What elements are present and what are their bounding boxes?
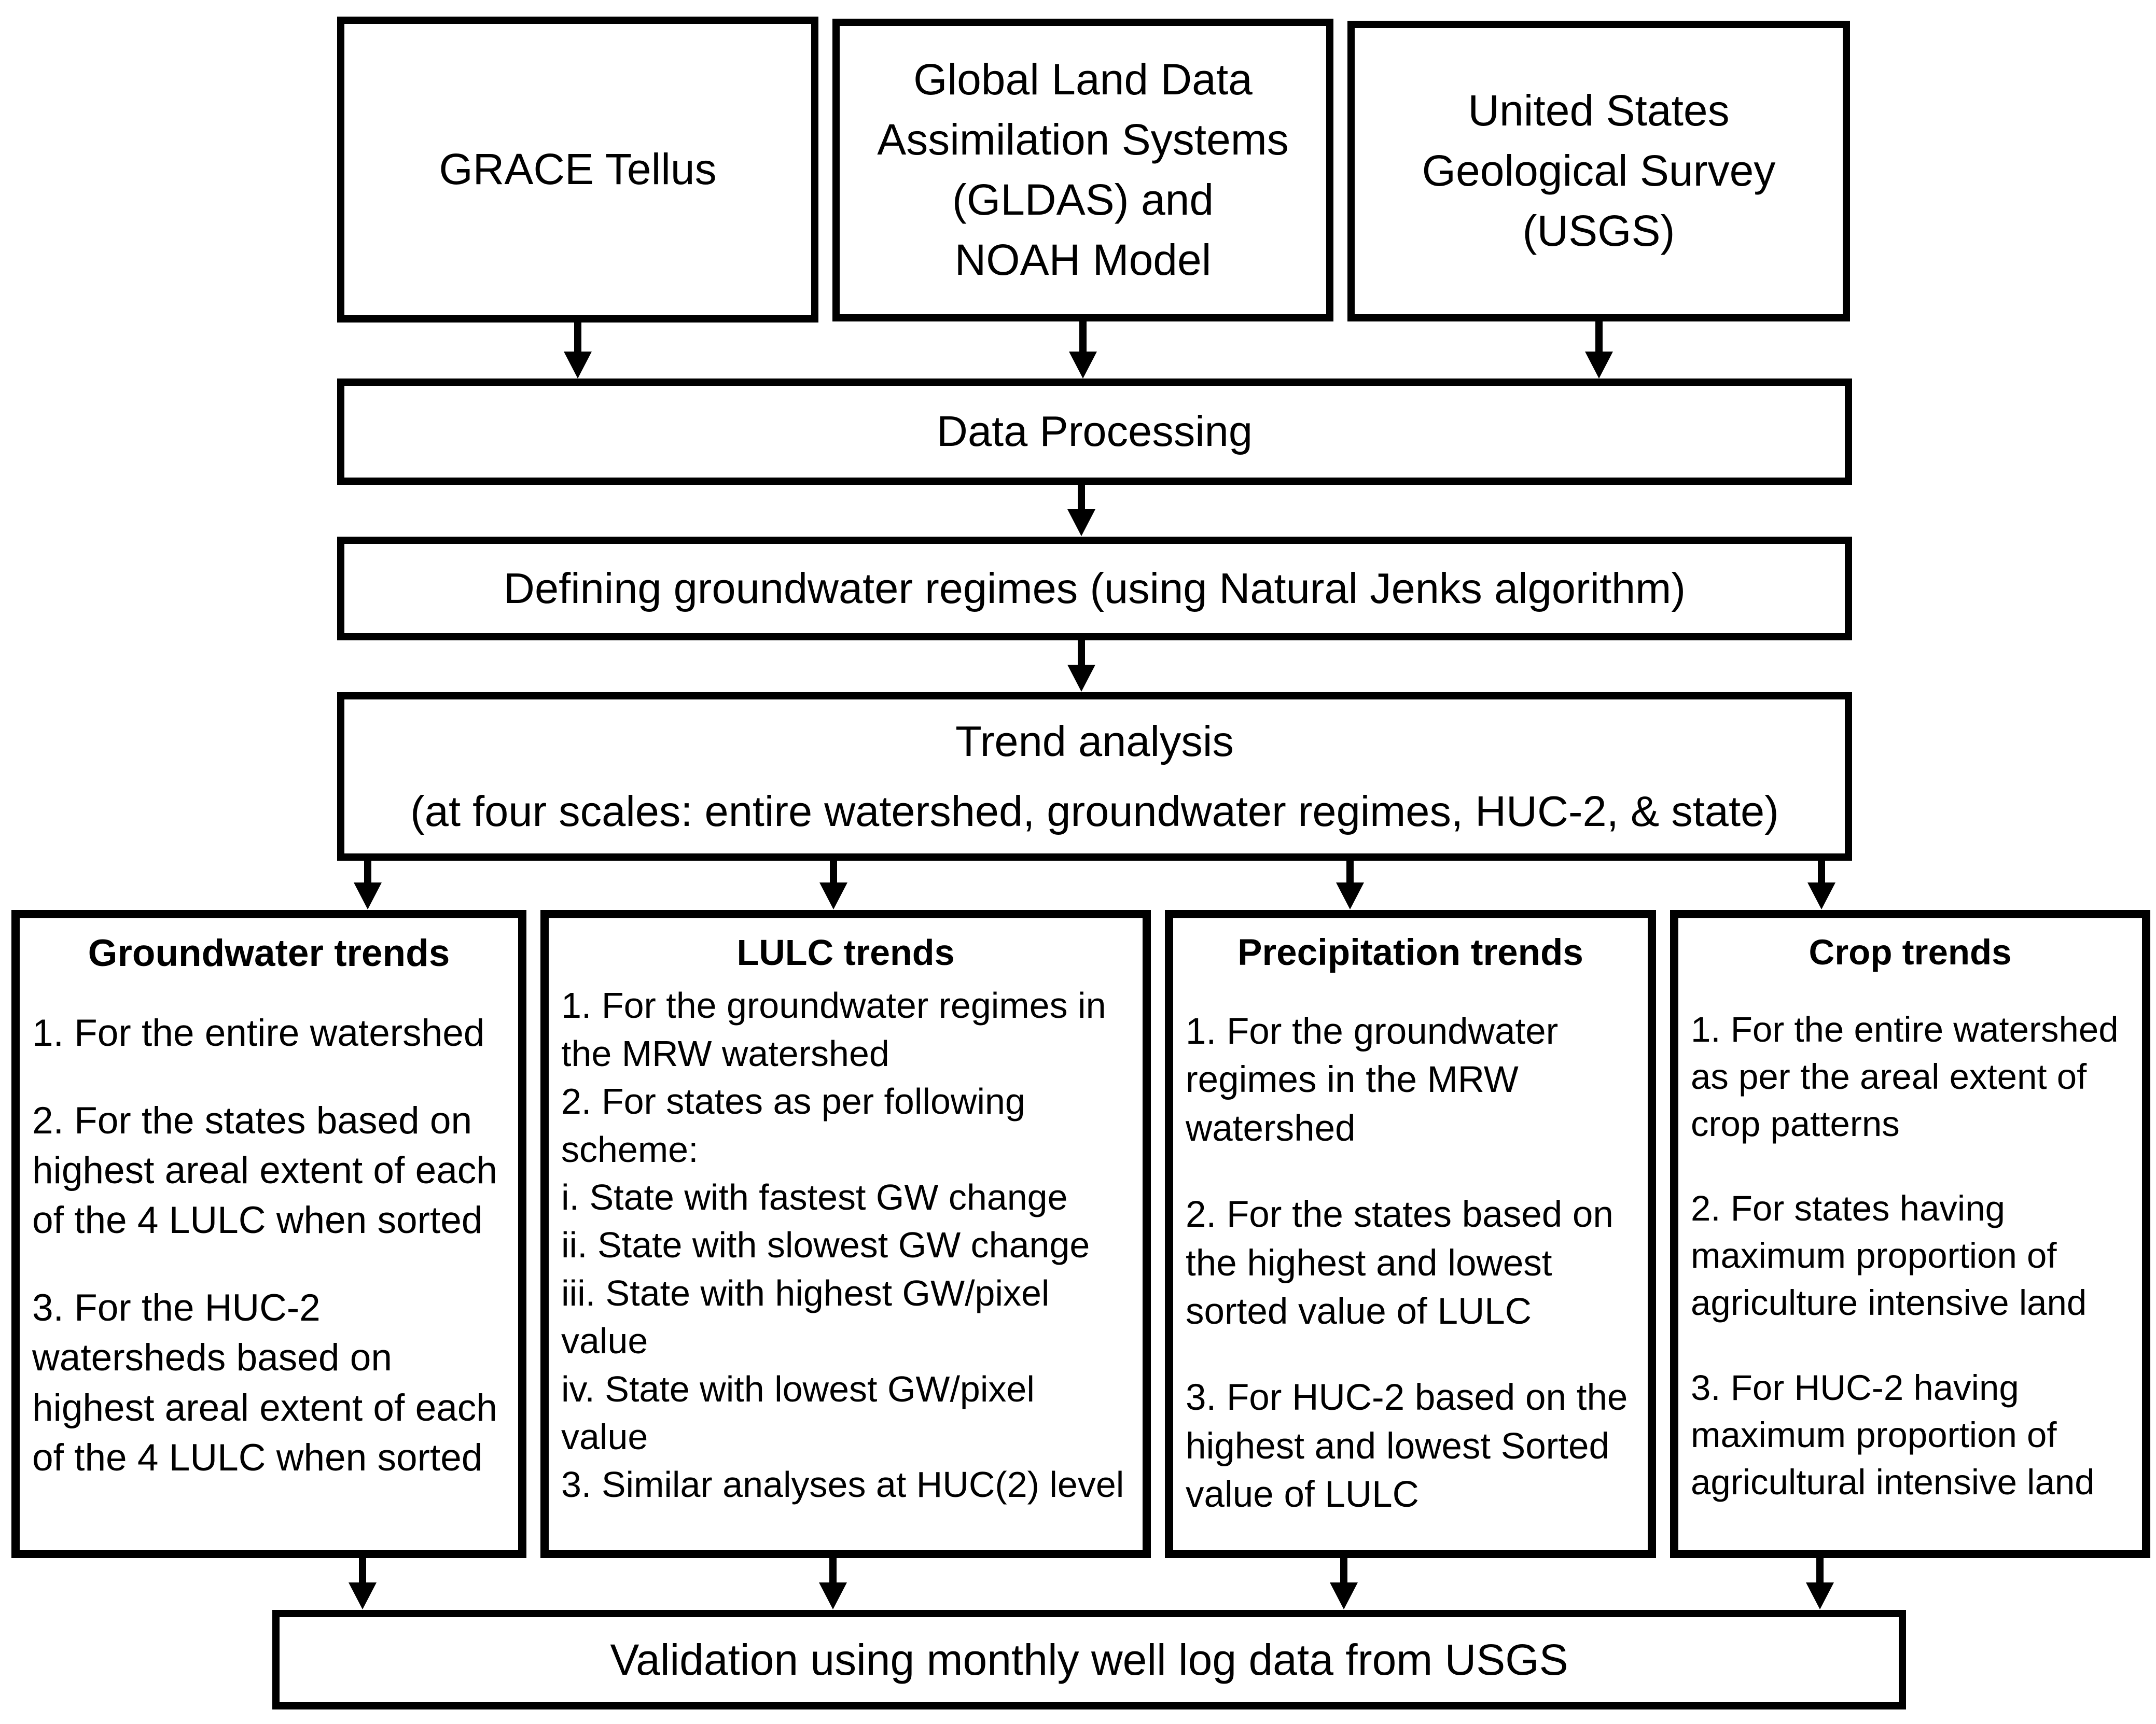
- trend-box-item: 1. For the groundwater regimes in the MR…: [561, 985, 1106, 1074]
- source-label-line: United States: [1468, 86, 1730, 135]
- flow-arrow-down: [564, 323, 592, 379]
- step-box-data-processing: Data Processing: [337, 379, 1852, 485]
- source-box-gldas: Global Land Data Assimilation Systems (G…: [832, 19, 1333, 321]
- source-label: GRACE Tellus: [439, 145, 717, 194]
- trend-box-item: 1. For the groundwater regimes in the MR…: [1186, 1011, 1559, 1150]
- step-box-defining-regimes: Defining groundwater regimes (using Natu…: [337, 537, 1852, 640]
- flow-arrow-down: [1807, 861, 1835, 909]
- source-label-line: Assimilation Systems: [877, 115, 1289, 164]
- trend-box-item: 3. For HUC-2 based on the highest and lo…: [1186, 1377, 1628, 1516]
- trend-box-title: Crop trends: [1809, 932, 2012, 972]
- trend-box-item: 3. For HUC-2 having maximum proportion o…: [1691, 1367, 2095, 1502]
- trend-box-item: 1. For the entire watershed: [32, 1012, 485, 1055]
- trend-box-crop: Crop trends 1. For the entire watershed …: [1670, 910, 2150, 1558]
- trend-box-title: LULC trends: [736, 932, 955, 973]
- trend-box-item: i. State with fastest GW change: [561, 1176, 1068, 1217]
- flow-arrow-down: [1806, 1558, 1834, 1609]
- source-label-line: NOAH Model: [954, 235, 1212, 284]
- trend-box-groundwater: Groundwater trends 1. For the entire wat…: [11, 910, 526, 1558]
- flow-arrow-down: [1067, 640, 1095, 692]
- source-box-usgs: United States Geological Survey (USGS): [1347, 21, 1850, 321]
- trend-box-lulc: LULC trends 1. For the groundwater regim…: [540, 910, 1151, 1558]
- source-label-line: (GLDAS) and: [952, 175, 1214, 224]
- step-label-line: Trend analysis: [955, 717, 1234, 766]
- flow-arrow-down: [1585, 321, 1613, 379]
- trend-box-item: 2. For the states based on the highest a…: [1186, 1194, 1613, 1333]
- trend-box-item: 3. Similar analyses at HUC(2) level: [561, 1464, 1124, 1505]
- flow-arrow-down: [1069, 321, 1097, 379]
- flow-arrow-down: [349, 1558, 377, 1609]
- flow-arrow-down: [354, 861, 382, 909]
- flow-arrow-down: [819, 1558, 847, 1609]
- source-box-grace-tellus: GRACE Tellus: [337, 17, 818, 323]
- trend-box-item: 2. For the states based on highest areal…: [32, 1099, 497, 1242]
- source-label-line: Geological Survey: [1422, 146, 1776, 195]
- flow-arrow-down: [1330, 1558, 1358, 1609]
- trend-box-item: 1. For the entire watershed as per the a…: [1691, 1010, 2119, 1144]
- step-label: Data Processing: [937, 407, 1253, 456]
- trend-box-item: ii. State with slowest GW change: [561, 1225, 1090, 1266]
- flow-arrow-down: [1067, 485, 1095, 536]
- source-label-line: Global Land Data: [913, 55, 1253, 104]
- validation-label: Validation using monthly well log data f…: [610, 1635, 1568, 1684]
- flow-arrow-down: [1336, 861, 1364, 909]
- step-box-trend-analysis: Trend analysis (at four scales: entire w…: [337, 692, 1852, 861]
- trend-box-item: 2. For states having maximum proportion …: [1691, 1188, 2087, 1323]
- flow-arrow-down: [819, 861, 847, 909]
- trend-box-item: iii. State with highest GW/pixel value: [561, 1272, 1050, 1362]
- step-label: Defining groundwater regimes (using Natu…: [504, 564, 1686, 612]
- trend-box-precipitation: Precipitation trends 1. For the groundwa…: [1165, 910, 1656, 1558]
- trend-box-title: Precipitation trends: [1237, 932, 1583, 973]
- source-label-line: (USGS): [1522, 206, 1675, 255]
- trend-box-item: 2. For states as per following scheme:: [561, 1081, 1025, 1170]
- trend-box-item: iv. State with lowest GW/pixel value: [561, 1368, 1035, 1457]
- validation-box: Validation using monthly well log data f…: [272, 1610, 1906, 1709]
- trend-box-item: 3. For the HUC-2 watersheds based on hig…: [32, 1286, 497, 1479]
- trend-box-title: Groundwater trends: [88, 932, 450, 974]
- step-label-line: (at four scales: entire watershed, groun…: [410, 787, 1779, 835]
